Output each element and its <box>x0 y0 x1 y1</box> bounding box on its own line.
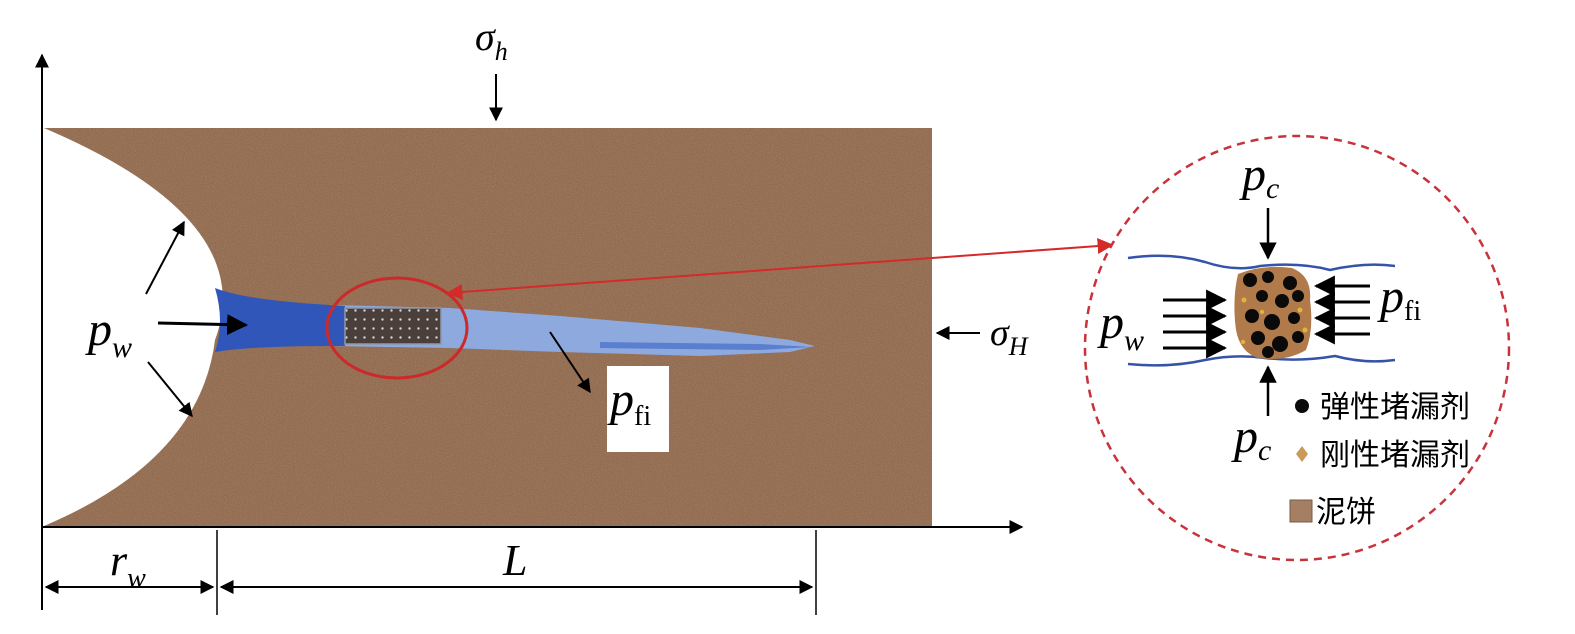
pc-bottom-label: pc <box>1231 410 1271 467</box>
tan-diamond-icon <box>1296 446 1308 462</box>
rw-label: rw <box>110 536 146 594</box>
legend-item-mudcake: 泥饼 <box>1316 495 1376 530</box>
pw-arrow-up <box>145 220 185 295</box>
pc-top-label: pc <box>1239 148 1279 205</box>
pfi-arrow <box>549 331 591 394</box>
legend-item-elastic: 弹性堵漏剂 <box>1320 390 1470 425</box>
fracture <box>215 276 815 380</box>
pw-arrow-right <box>157 314 249 336</box>
fracture-wall-top <box>1127 254 1396 272</box>
stress-arrows <box>145 74 980 418</box>
dimensions <box>44 530 817 615</box>
L-label: L <box>502 536 527 585</box>
zoom-connector-arrow <box>446 238 1114 300</box>
pw-arrow-down <box>147 361 193 418</box>
highlight-ellipse <box>325 276 469 380</box>
pfi-right-label: pfi <box>1377 270 1421 327</box>
legend-item-rigid: 刚性堵漏剂 <box>1320 438 1470 473</box>
axes <box>35 53 1024 610</box>
black-dot-icon <box>1295 399 1309 413</box>
pw-label: pw <box>85 303 132 364</box>
fracture-dark <box>215 288 345 352</box>
sigma-h-label: σh <box>475 14 508 66</box>
plug-zone <box>344 307 442 345</box>
zoom-detail: pc pc pw pfi 弹性堵漏剂 刚性堵漏剂 泥饼 <box>1083 134 1511 562</box>
pfi-label-box <box>607 366 669 452</box>
sigma-H-label: σH <box>990 312 1029 361</box>
elastic-particles <box>1243 271 1304 358</box>
mud-square-icon <box>1289 499 1313 523</box>
legend: 弹性堵漏剂 刚性堵漏剂 泥饼 <box>1289 390 1470 530</box>
rigid-particles <box>1240 297 1308 345</box>
pfi-label: pfi <box>607 373 651 432</box>
pw-right-label: pw <box>1097 296 1144 357</box>
